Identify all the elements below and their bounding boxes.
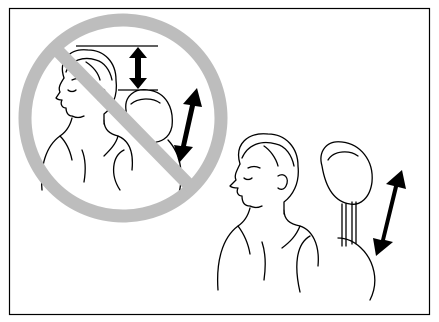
vertical-double-arrow-icon bbox=[373, 170, 406, 256]
right-head bbox=[238, 133, 299, 215]
gap-measure-arrow-icon bbox=[76, 45, 158, 91]
vertical-double-arrow-icon bbox=[174, 88, 202, 163]
correct-panel bbox=[216, 133, 376, 301]
right-seat-back bbox=[296, 235, 311, 293]
incorrect-panel bbox=[40, 49, 182, 197]
figure-border bbox=[8, 7, 431, 316]
left-seat-back bbox=[113, 149, 125, 191]
raised-headrest bbox=[320, 141, 373, 205]
prohibition-sign-icon bbox=[18, 13, 228, 223]
